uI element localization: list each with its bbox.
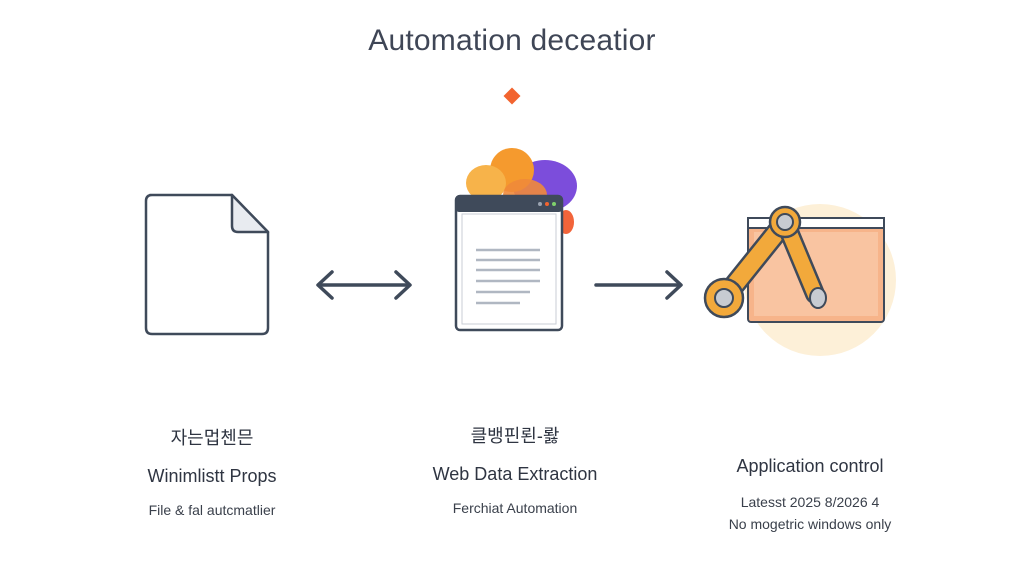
column-middle-subtitle: Ferchiat Automation <box>452 500 578 516</box>
column-right-subtitle-2: No mogetric windows only <box>728 516 892 532</box>
browser-window-icon <box>454 194 564 332</box>
column-middle-title: Web Data Extraction <box>432 464 598 484</box>
column-right-title: Application control <box>736 456 884 476</box>
column-left-kr-label: 자는멉첸믄 <box>170 428 254 448</box>
robot-arm-icon <box>703 205 827 319</box>
column-left: 자는멉첸믄 Winimlistt Props File & fal autcma… <box>112 424 312 521</box>
column-right-subtitle-1: Latesst 2025 8/2026 4 <box>740 494 880 510</box>
column-middle-kr-label: 클뱅핀뢴-뢇 <box>470 426 560 446</box>
document-icon <box>144 193 270 336</box>
column-middle: 클뱅핀뢴-뢇 Web Data Extraction Ferchiat Auto… <box>400 422 630 519</box>
diamond-icon <box>503 87 521 105</box>
column-right: Application control Latesst 2025 8/2026 … <box>690 456 930 535</box>
page-title: Automation deceatior <box>368 24 656 57</box>
right-arrow-icon <box>594 270 683 300</box>
column-left-title: Winimlistt Props <box>147 466 277 486</box>
column-left-subtitle: File & fal autcmatlier <box>148 502 276 518</box>
double-arrow-icon <box>316 270 412 300</box>
